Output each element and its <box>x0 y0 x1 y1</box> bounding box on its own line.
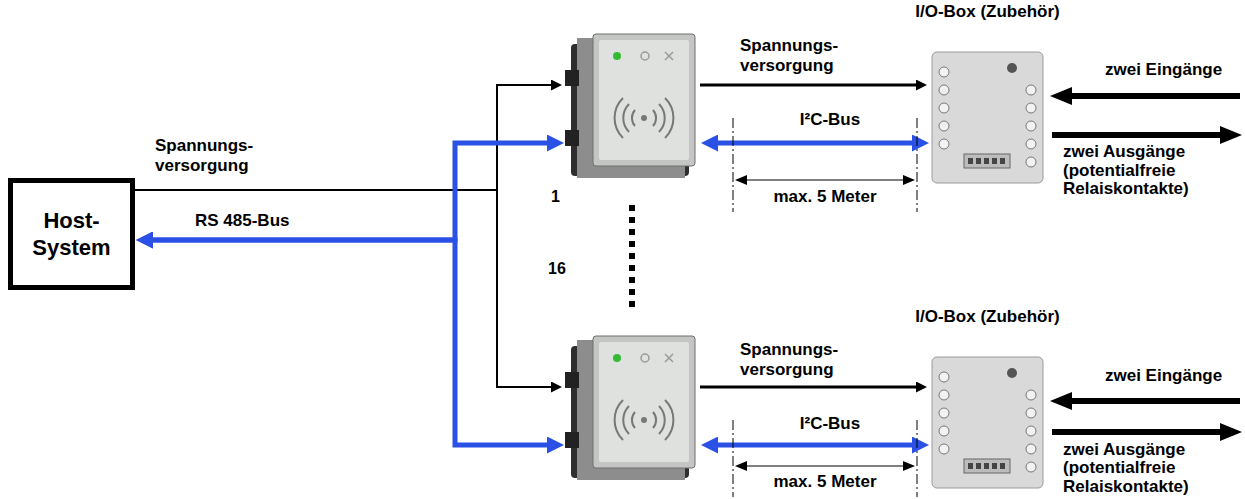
rs485-bus <box>153 240 547 445</box>
i2c-bus <box>718 443 912 448</box>
continuation-dots <box>629 205 635 312</box>
connector-label: Spannungs- versorgung <box>740 36 860 75</box>
connector-label: Spannungs- versorgung <box>740 340 860 379</box>
connector-label: I²C-Bus <box>780 414 880 434</box>
box-heading: I/O-Box (Zubehör) <box>910 2 1065 22</box>
signal-label: zwei Eingänge <box>1105 366 1240 386</box>
dimension-label: max. 5 Meter <box>770 472 880 492</box>
reader-illustration <box>565 336 695 480</box>
box-label: Host-System <box>22 207 122 262</box>
power-line <box>700 386 916 389</box>
signal-label: zwei Eingänge <box>1105 60 1240 80</box>
callout-number: 16 <box>548 260 566 278</box>
host-box: Host-System <box>8 178 135 290</box>
io-box: I/O-Box (Zubehör) <box>930 355 1045 490</box>
io-box-illustration <box>932 357 1043 488</box>
reader-device: 1 <box>565 30 700 185</box>
connector-label: I²C-Bus <box>780 110 880 130</box>
io-box-illustration <box>932 52 1043 183</box>
connector-label: Spannungs- versorgung <box>155 136 275 175</box>
power-line <box>700 84 916 87</box>
io-arrow <box>1050 87 1242 441</box>
power-line <box>135 190 551 387</box>
connector-label: RS 485-Bus <box>195 211 345 231</box>
signal-label: zwei Ausgänge (potentialfreie Relaiskont… <box>1063 441 1208 496</box>
dimension-marker <box>733 118 917 212</box>
signal-label: zwei Ausgänge (potentialfreie Relaiskont… <box>1063 143 1208 199</box>
io-box: I/O-Box (Zubehör) <box>930 50 1045 185</box>
reader-illustration <box>565 34 695 178</box>
power-line <box>135 85 551 190</box>
callout-number: 1 <box>551 188 560 206</box>
box-heading: I/O-Box (Zubehör) <box>910 307 1065 327</box>
reader-device: 16 <box>565 332 700 487</box>
i2c-bus <box>718 141 912 146</box>
dimension-label: max. 5 Meter <box>770 187 880 207</box>
